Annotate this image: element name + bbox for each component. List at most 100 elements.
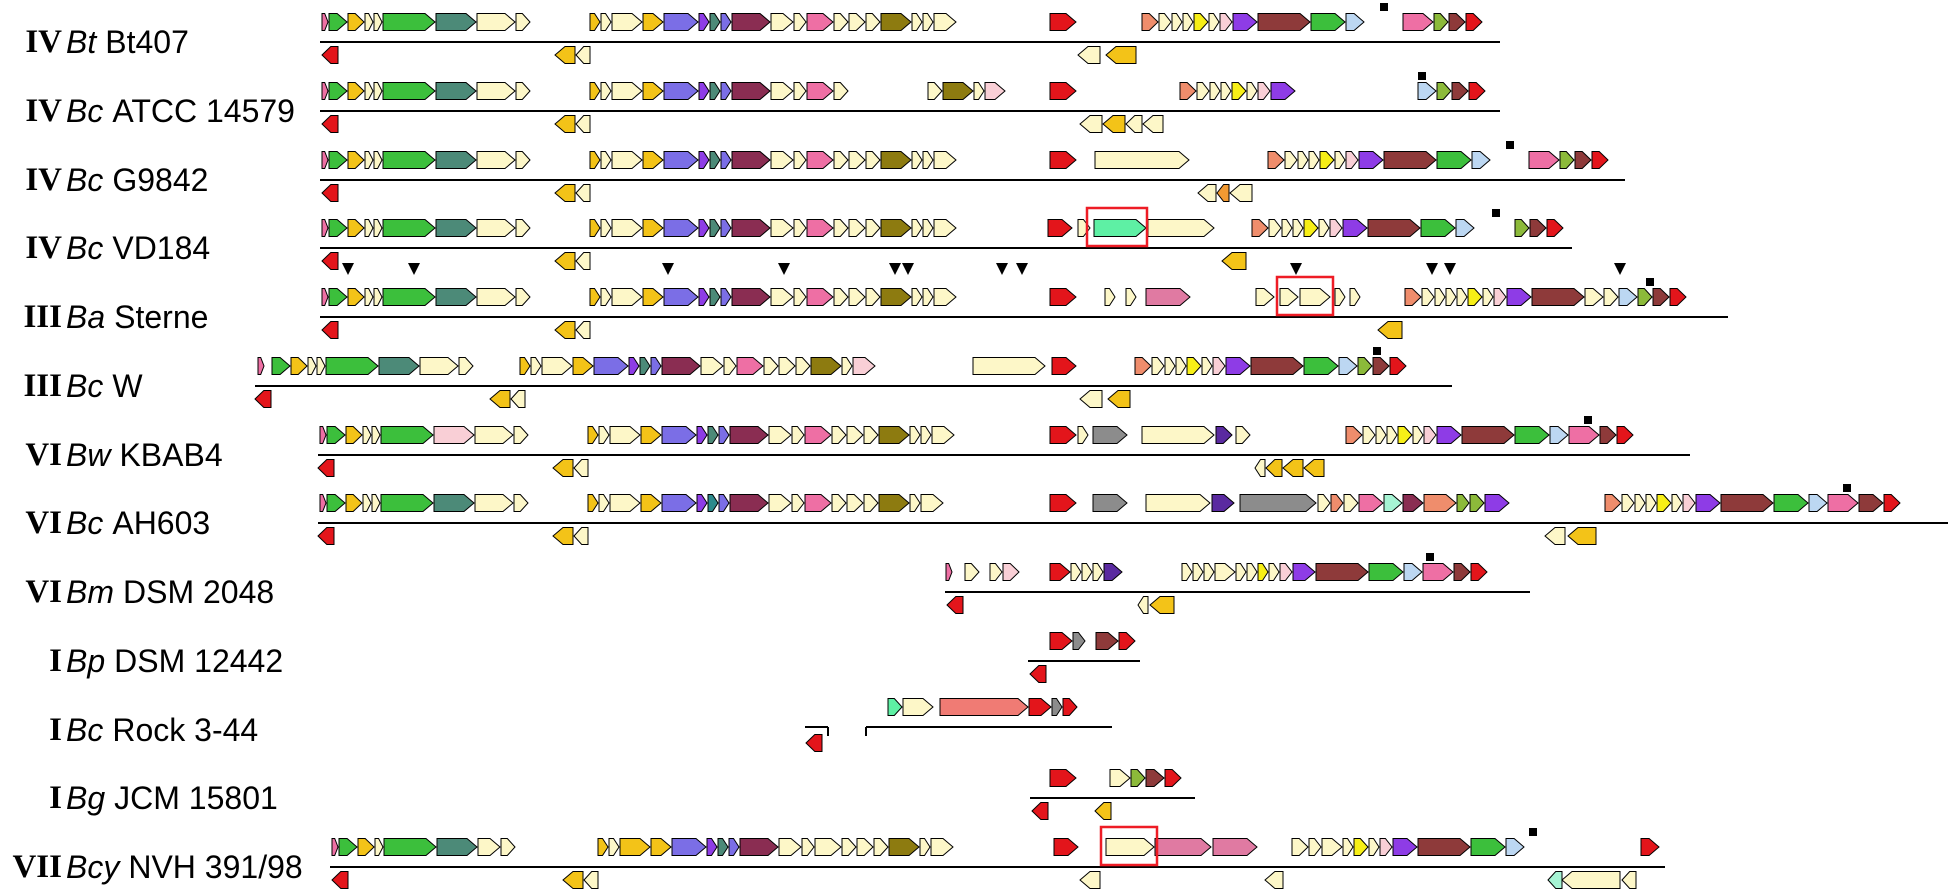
gene-arrow bbox=[1257, 563, 1269, 581]
gene-arrow bbox=[1105, 46, 1137, 64]
clade-label: I bbox=[49, 779, 62, 816]
clade-label: VI bbox=[25, 573, 62, 610]
gene-arrow bbox=[717, 838, 729, 856]
gene-arrow bbox=[1334, 288, 1346, 306]
insertion-triangle bbox=[1426, 263, 1438, 275]
gene-arrow bbox=[554, 252, 576, 270]
gene-arrow bbox=[1451, 82, 1469, 100]
gene-arrow bbox=[865, 288, 881, 306]
gene-arrow bbox=[1456, 288, 1468, 306]
clade-label: I bbox=[49, 642, 62, 679]
gene-arrow bbox=[572, 357, 594, 375]
gene-arrow bbox=[911, 151, 923, 169]
gene-arrow bbox=[1216, 184, 1230, 202]
gene-arrow bbox=[698, 13, 710, 31]
gene-arrow bbox=[1368, 838, 1380, 856]
gene-arrow bbox=[841, 357, 853, 375]
gene-arrow bbox=[1546, 219, 1564, 237]
gene-arrow bbox=[1616, 426, 1634, 444]
clade-label: IV bbox=[25, 23, 62, 60]
gene-arrow bbox=[383, 838, 437, 856]
gene-arrow bbox=[1077, 426, 1089, 444]
gene-arrow bbox=[1092, 426, 1128, 444]
gene-arrow bbox=[373, 82, 383, 100]
gene-arrow bbox=[513, 426, 529, 444]
gene-arrow bbox=[1461, 426, 1515, 444]
gene-arrow bbox=[1215, 426, 1233, 444]
gene-arrow bbox=[317, 459, 335, 477]
gene-arrow bbox=[778, 357, 796, 375]
insertion-triangle bbox=[1614, 263, 1626, 275]
gene-arrow bbox=[1645, 494, 1657, 512]
marker-square bbox=[1426, 553, 1434, 561]
gene-arrow bbox=[642, 288, 664, 306]
insertion-triangle bbox=[342, 263, 354, 275]
gene-arrow bbox=[374, 838, 384, 856]
gene-arrow bbox=[1315, 563, 1369, 581]
gene-arrow bbox=[1279, 288, 1299, 306]
gene-arrow bbox=[515, 288, 531, 306]
gene-arrow bbox=[608, 838, 620, 856]
gene-arrow bbox=[1284, 151, 1298, 169]
gene-arrow bbox=[347, 288, 365, 306]
clade-label: VI bbox=[25, 436, 62, 473]
gene-arrow bbox=[589, 82, 601, 100]
gene-arrow bbox=[1621, 871, 1637, 889]
gene-arrow bbox=[317, 527, 335, 545]
gene-arrow bbox=[770, 82, 794, 100]
gene-arrow bbox=[731, 82, 771, 100]
gene-arrow bbox=[1282, 459, 1304, 477]
gene-arrow bbox=[1047, 219, 1073, 237]
gene-arrow bbox=[739, 838, 779, 856]
gene-arrow bbox=[357, 838, 375, 856]
gene-arrow bbox=[852, 357, 876, 375]
gene-arrow bbox=[642, 82, 664, 100]
gene-arrow bbox=[922, 219, 934, 237]
gene-arrow bbox=[1049, 494, 1077, 512]
gene-arrow bbox=[1208, 13, 1220, 31]
gene-arrow bbox=[477, 838, 501, 856]
gene-arrow bbox=[939, 698, 1029, 716]
gene-arrow bbox=[1345, 426, 1363, 444]
gene-arrow bbox=[720, 288, 732, 306]
gene-arrow bbox=[1471, 151, 1491, 169]
gene-arrow bbox=[1568, 426, 1600, 444]
gene-arrow bbox=[382, 288, 436, 306]
gene-arrow bbox=[972, 357, 1046, 375]
gene-arrow bbox=[663, 288, 699, 306]
gene-arrow bbox=[1412, 426, 1424, 444]
gene-arrow bbox=[1158, 13, 1172, 31]
genus-label: Bm bbox=[66, 573, 114, 610]
gene-arrow bbox=[1505, 838, 1525, 856]
gene-arrow bbox=[731, 288, 771, 306]
gene-arrow bbox=[709, 219, 721, 237]
gene-arrow bbox=[1093, 219, 1147, 237]
gene-arrow bbox=[709, 288, 721, 306]
highlight-box bbox=[1085, 206, 1149, 248]
marker-square bbox=[1843, 484, 1851, 492]
gene-arrow bbox=[696, 426, 708, 444]
gene-arrow bbox=[1028, 698, 1052, 716]
gene-arrow bbox=[254, 390, 272, 408]
gene-arrow bbox=[1338, 357, 1358, 375]
gene-arrow bbox=[1094, 151, 1190, 169]
gene-arrow bbox=[878, 426, 910, 444]
gene-arrow bbox=[1375, 426, 1387, 444]
gene-arrow bbox=[1445, 288, 1457, 306]
gene-arrow bbox=[1303, 357, 1339, 375]
gene-arrow bbox=[1297, 151, 1309, 169]
gene-arrow bbox=[865, 151, 881, 169]
gene-arrow bbox=[1317, 494, 1331, 512]
gene-arrow bbox=[1574, 151, 1592, 169]
gene-arrow bbox=[319, 426, 327, 444]
gene-arrow bbox=[1049, 426, 1077, 444]
gene-arrow bbox=[945, 563, 953, 581]
genus-label: Bc bbox=[66, 504, 104, 541]
gene-arrow bbox=[1171, 13, 1183, 31]
gene-arrow bbox=[768, 426, 792, 444]
insertion-triangle bbox=[1444, 263, 1456, 275]
gene-arrow bbox=[1303, 459, 1325, 477]
gene-arrow bbox=[1377, 321, 1403, 339]
